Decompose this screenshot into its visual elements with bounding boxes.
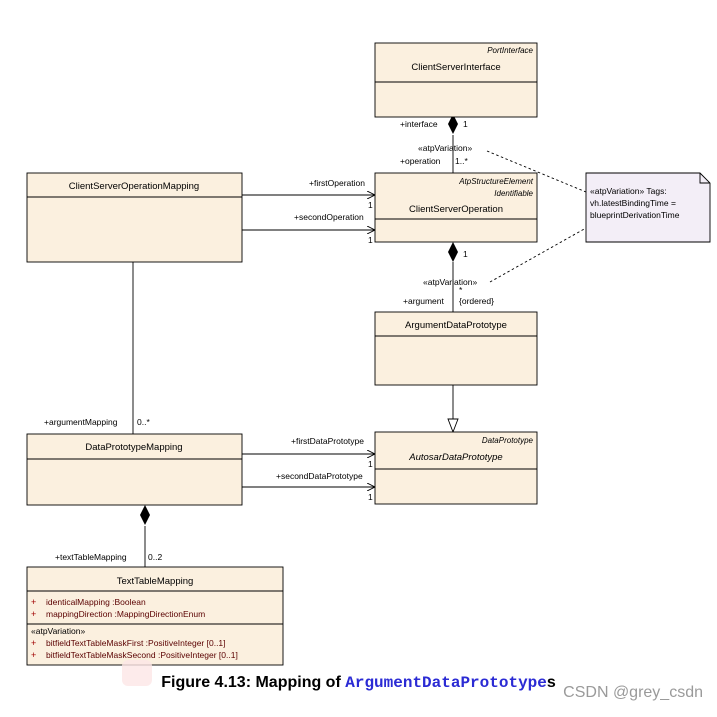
first-data-prototype-role-label: +firstDataPrototype (291, 436, 364, 446)
atp-variation-top-label: «atpVariation» (418, 143, 472, 153)
class-data-prototype-mapping: DataPrototypeMapping (26, 433, 243, 506)
note-connector-bottom (489, 227, 587, 283)
class-name: TextTableMapping (117, 576, 194, 587)
class-client-server-interface: PortInterface ClientServerInterface (374, 42, 538, 118)
atp-variation-note: «atpVariation» Tags: vh.latestBindingTim… (585, 172, 711, 243)
attribute-bitfield-mask-second: bitfieldTextTableMaskSecond :PositiveInt… (46, 650, 238, 660)
first-operation-role-label: +firstOperation (309, 178, 365, 188)
class-name: ClientServerInterface (411, 62, 500, 73)
note-line: vh.latestBindingTime = (590, 198, 676, 208)
text-table-mapping-role-label: +textTableMapping (55, 552, 127, 562)
class-argument-data-prototype: ArgumentDataPrototype (374, 311, 538, 386)
stereotype-label: DataPrototype (482, 436, 534, 445)
attribute-visibility: + (31, 650, 36, 660)
logo-ghost-mark (122, 660, 152, 686)
operation-multiplicity: 1..* (455, 156, 468, 166)
class-name: ArgumentDataPrototype (405, 320, 507, 331)
text-table-composition-diamond (140, 505, 150, 525)
class-name: AutosarDataPrototype (408, 452, 502, 463)
text-table-mapping-multiplicity: 0..2 (148, 552, 162, 562)
interface-role-label: +interface (400, 119, 438, 129)
section-stereotype: «atpVariation» (31, 626, 85, 636)
attribute-identical-mapping: identicalMapping :Boolean (46, 597, 146, 607)
attribute-bitfield-mask-first: bitfieldTextTableMaskFirst :PositiveInte… (46, 638, 226, 648)
atp-variation-mid-label: «atpVariation» (423, 277, 477, 287)
first-operation-multiplicity: 1 (368, 200, 373, 210)
class-client-server-operation: AtpStructureElement Identifiable ClientS… (374, 172, 538, 243)
interface-composition-diamond (448, 114, 458, 134)
note-line: blueprintDerivationTime (590, 210, 680, 220)
argument-mapping-multiplicity: 0..* (137, 417, 150, 427)
argument-ordered-label: {ordered} (459, 296, 494, 306)
caption-suffix: s (546, 674, 556, 691)
attribute-mapping-direction: mappingDirection :MappingDirectionEnum (46, 609, 205, 619)
stereotype-label: PortInterface (487, 46, 533, 55)
note-line: «atpVariation» Tags: (590, 186, 667, 196)
attribute-visibility: + (31, 609, 36, 619)
argument-role-label: +argument (403, 296, 445, 306)
argument-multiplicity: * (459, 285, 463, 295)
attribute-visibility: + (31, 638, 36, 648)
caption-prefix: Figure 4.13: Mapping of (161, 674, 346, 691)
stereotype-label: Identifiable (494, 189, 533, 198)
second-operation-role-label: +secondOperation (294, 212, 364, 222)
watermark: CSDN @grey_csdn (563, 684, 703, 701)
interface-multiplicity: 1 (463, 119, 468, 129)
argument-mapping-role-label: +argumentMapping (44, 417, 118, 427)
argument-owner-multiplicity: 1 (463, 249, 468, 259)
class-autosar-data-prototype: DataPrototype AutosarDataPrototype (374, 431, 538, 505)
class-client-server-operation-mapping: ClientServerOperationMapping (26, 172, 243, 263)
class-name: DataPrototypeMapping (85, 442, 182, 453)
class-text-table-mapping: TextTableMapping + identicalMapping :Boo… (26, 566, 284, 666)
class-name: ClientServerOperation (409, 204, 503, 215)
operation-composition-diamond (448, 242, 458, 262)
operation-role-label: +operation (400, 156, 441, 166)
second-data-prototype-multiplicity: 1 (368, 492, 373, 502)
first-data-prototype-multiplicity: 1 (368, 459, 373, 469)
class-name: ClientServerOperationMapping (69, 181, 199, 192)
generalization-triangle (447, 418, 459, 434)
caption-code: ArgumentDataPrototype (345, 674, 547, 692)
second-data-prototype-role-label: +secondDataPrototype (276, 471, 363, 481)
attribute-visibility: + (31, 597, 36, 607)
figure-caption: Figure 4.13: Mapping of ArgumentDataProt… (0, 674, 717, 692)
stereotype-label: AtpStructureElement (458, 177, 534, 186)
second-operation-multiplicity: 1 (368, 235, 373, 245)
